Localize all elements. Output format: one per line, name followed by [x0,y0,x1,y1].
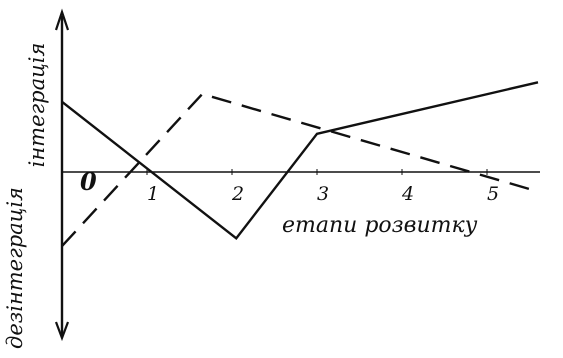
y-axis-label-negative: дезінтеграція [3,187,27,349]
x-tick-label-4: 4 [401,183,414,205]
x-tick-label-1: 1 [147,183,159,205]
y-axis-label-positive: інтеграція [25,43,49,168]
x-tick-labels: 1 2 3 4 5 [146,169,499,205]
solid-series-line [61,81,539,240]
x-axis-label: етапи розвитку [282,213,478,238]
x-tick-label-2: 2 [231,183,244,205]
y-axis-arrow-up-icon [54,8,70,31]
x-tick-label-3: 3 [317,183,329,205]
x-tick-label-5: 5 [487,183,499,205]
dashed-series-line [61,92,539,247]
series-lines [61,81,539,247]
y-axis-arrow-down-icon [54,321,70,342]
origin-label: 0 [80,167,97,196]
